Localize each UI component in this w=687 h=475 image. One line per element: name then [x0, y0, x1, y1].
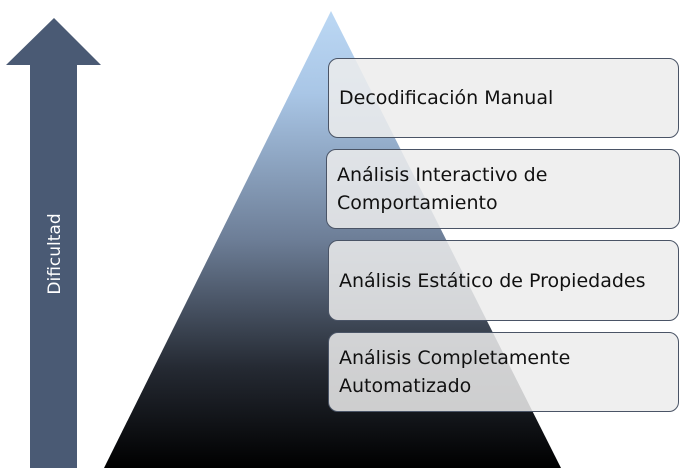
- level-box-interactive-behavior-analysis: Análisis Interactivo de Comportamiento: [326, 149, 680, 229]
- level-label: Decodificación Manual: [339, 87, 554, 109]
- level-label: Análisis Completamente Automatizado: [339, 347, 571, 397]
- difficulty-up-arrow: [6, 18, 101, 468]
- level-label: Análisis Estático de Propiedades: [339, 269, 646, 292]
- level-box-fully-automated-analysis: Análisis Completamente Automatizado: [328, 332, 679, 412]
- difficulty-axis-label: Dificultad: [45, 213, 65, 294]
- level-box-manual-decoding: Decodificación Manual: [328, 58, 679, 138]
- level-label: Análisis Interactivo de Comportamiento: [337, 164, 548, 214]
- level-box-static-property-analysis: Análisis Estático de Propiedades: [328, 240, 679, 321]
